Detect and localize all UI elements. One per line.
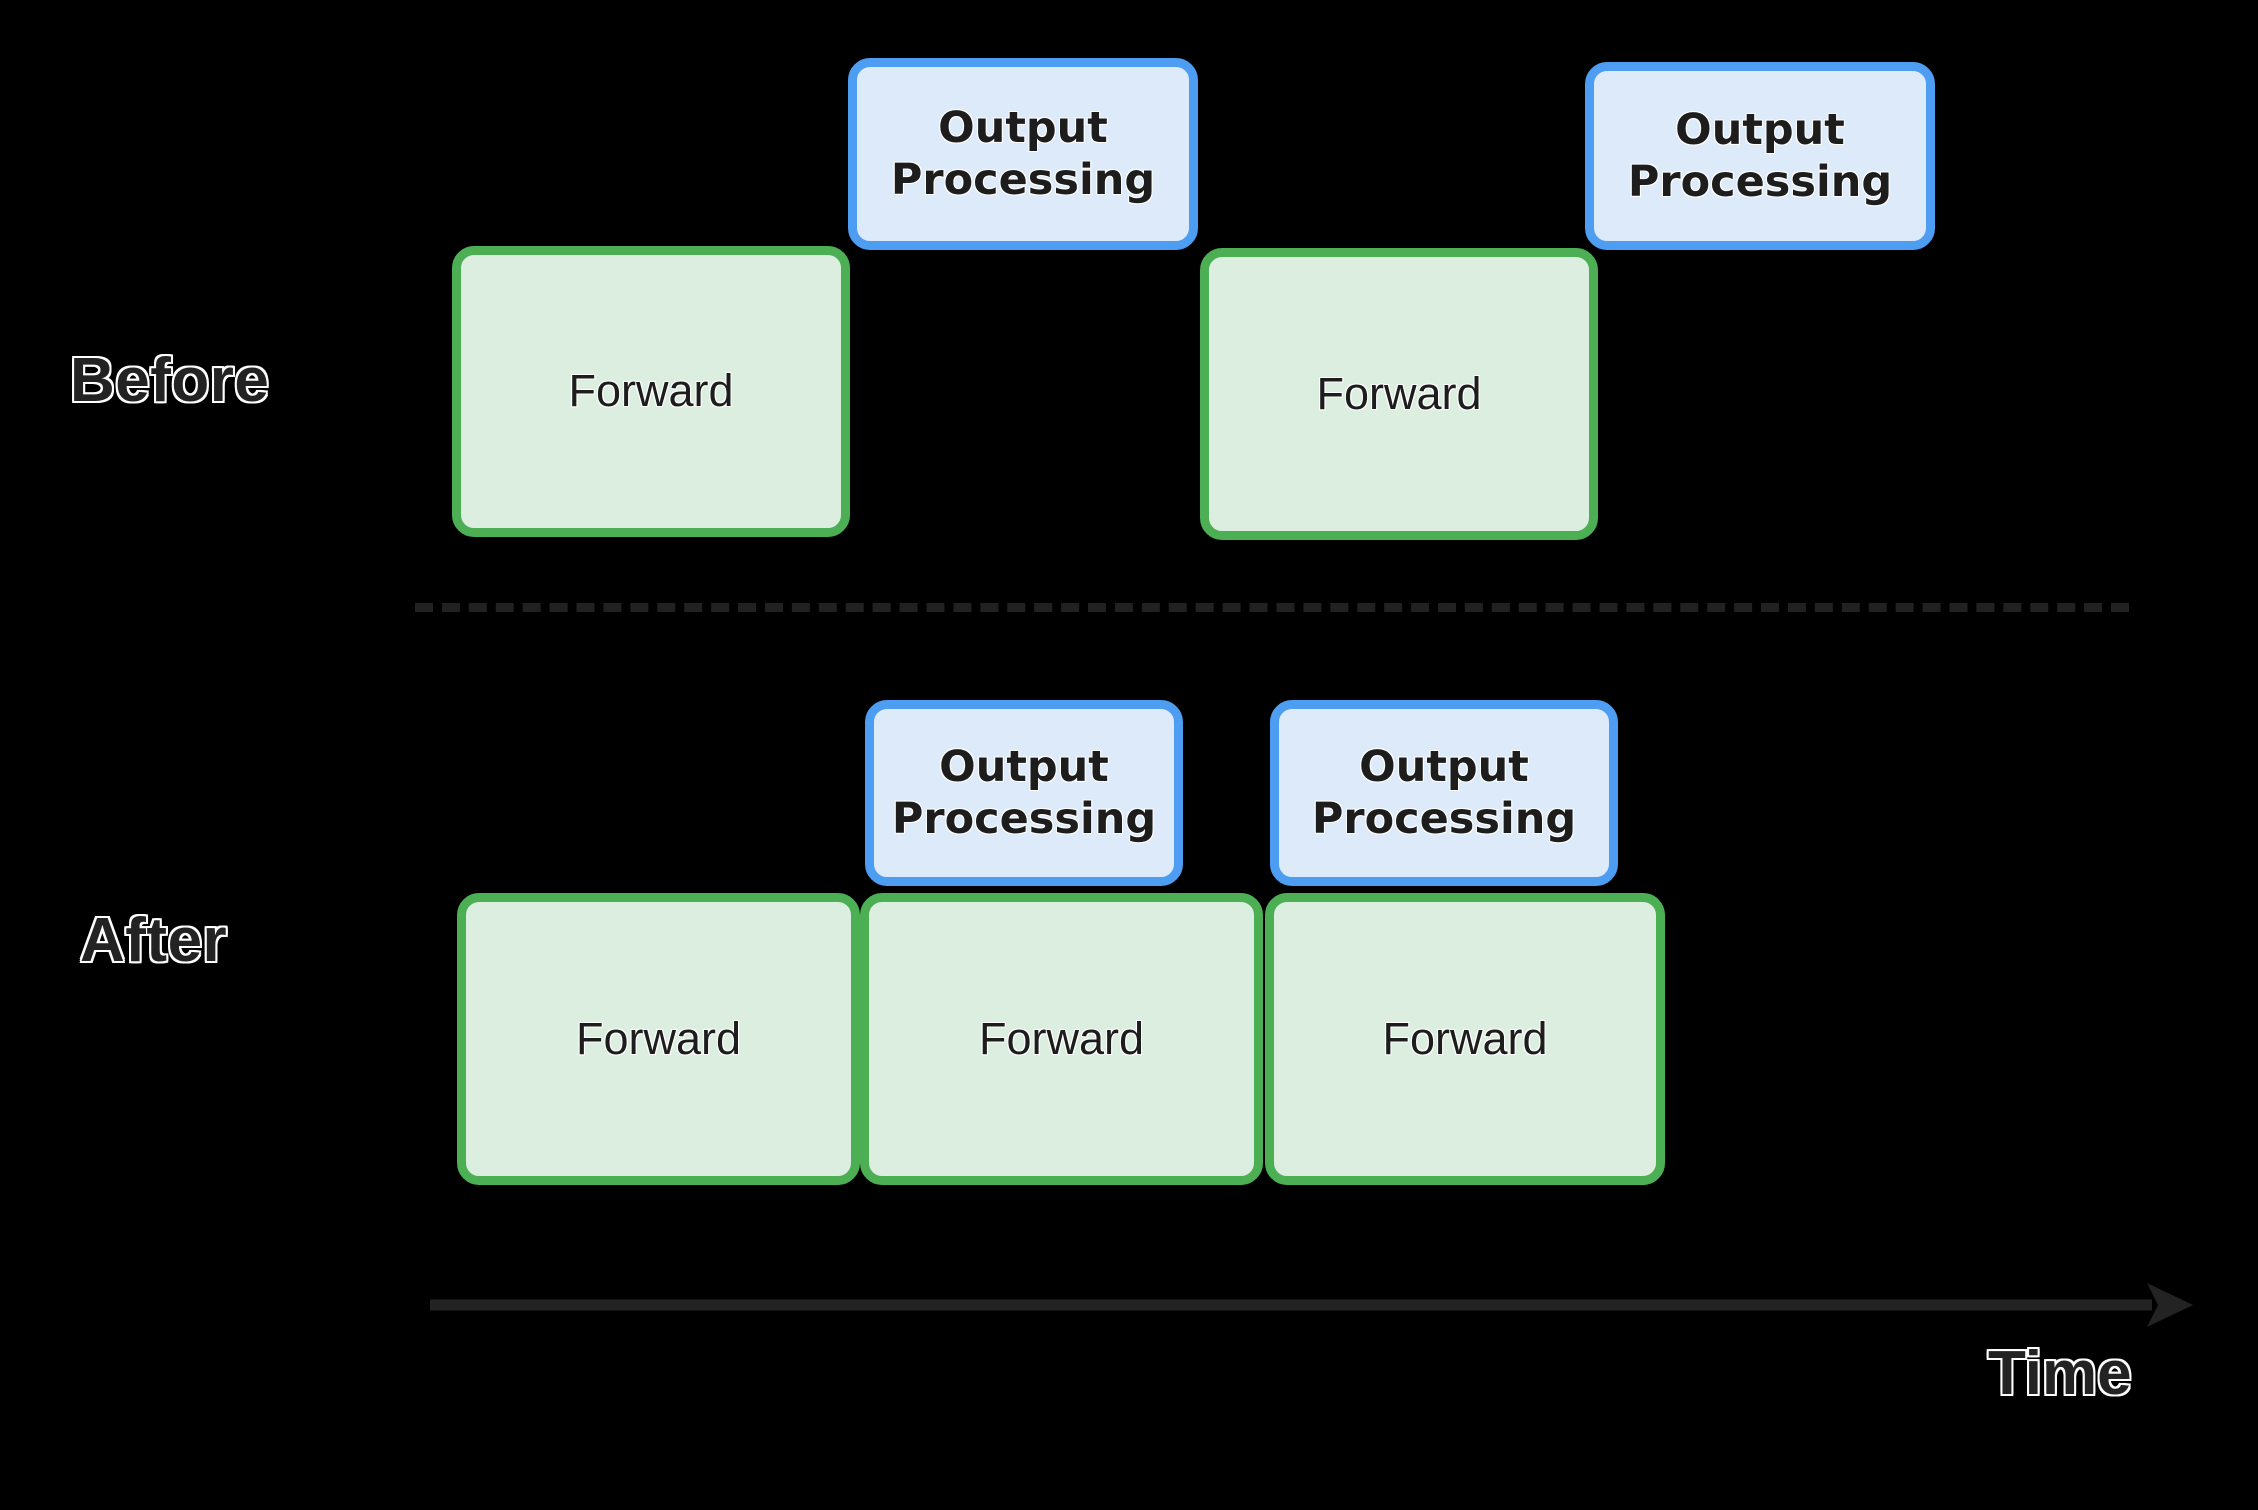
forward-block-after-3: Forward xyxy=(1265,893,1665,1185)
output-processing-block-after-1: Output Processing xyxy=(865,700,1183,886)
forward-label: Forward xyxy=(978,1012,1145,1064)
forward-label: Forward xyxy=(1382,1012,1548,1064)
time-axis-label: Time xyxy=(1988,1339,2132,1408)
forward-label: Forward xyxy=(1316,367,1482,419)
output-processing-line2: Processing xyxy=(1311,794,1577,844)
output-processing-block-after-2: Output Processing xyxy=(1270,700,1618,886)
forward-block-after-1: Forward xyxy=(457,893,860,1185)
section-divider-dashed-line xyxy=(415,603,2129,612)
forward-label: Forward xyxy=(568,365,734,417)
row-label-after: After xyxy=(80,906,228,975)
output-processing-line1: Output xyxy=(1675,104,1845,155)
output-processing-line1: Output xyxy=(938,102,1108,153)
output-processing-line2: Processing xyxy=(1627,157,1893,207)
output-processing-line1: Output xyxy=(939,741,1109,792)
output-processing-line2: Processing xyxy=(890,155,1156,205)
row-label-before: Before xyxy=(70,346,270,415)
output-processing-block-before-2: Output Processing xyxy=(1585,62,1935,250)
time-axis-arrow xyxy=(430,1281,2195,1329)
output-processing-block-before-1: Output Processing xyxy=(848,58,1198,250)
output-processing-line2: Processing xyxy=(891,794,1157,844)
forward-block-before-1: Forward xyxy=(452,246,850,537)
output-processing-line1: Output xyxy=(1359,741,1529,792)
forward-block-after-2: Forward xyxy=(860,893,1263,1185)
forward-label: Forward xyxy=(575,1012,742,1064)
forward-block-before-2: Forward xyxy=(1200,248,1598,540)
